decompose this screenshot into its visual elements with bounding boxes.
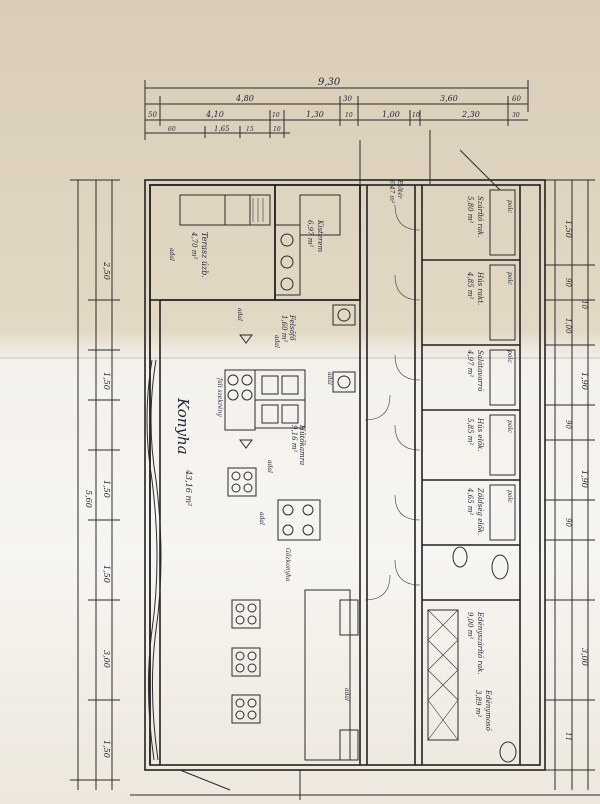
dim-row2-8: 2,30 [461, 110, 480, 119]
dim-right-3: 10 [580, 300, 588, 309]
dim-right-1: 1,50 [564, 220, 573, 238]
dim-row2-5: 10 [345, 112, 353, 119]
room-area-konyha: 43,16 m² [184, 469, 193, 506]
annotation-adal-4: adal [326, 372, 333, 385]
dim-right-8: 90 [564, 518, 572, 527]
annotation-gozkonyha: Gőzkonyha [284, 548, 291, 582]
room-labels: Terasz úzb. 4,70 m² Kisterem 6,97 m² Kon… [174, 179, 492, 731]
dim-left-5: 1,50 [102, 565, 111, 583]
annotation-adal-3: adal [273, 335, 280, 348]
room-area-7: 9,00 m² [466, 612, 474, 639]
annotation-polc-3: polc [506, 350, 513, 363]
dim-left-4: 5,60 [84, 490, 93, 508]
dim-left-3: 1,50 [102, 480, 111, 498]
annotation-adal-2: adal [236, 308, 243, 321]
dim-row2-2: 4,10 [205, 110, 224, 119]
room-area-5: 4,65 m² [466, 487, 474, 515]
dim-top-2: 30 [343, 95, 352, 103]
dim-row2-9: 30 [512, 112, 520, 119]
overall-dimension: 9,30 [318, 77, 341, 88]
annotation-polc-4: polc [506, 420, 513, 433]
equipment-annotations: adal adal adal adal adal adal adal polc … [168, 200, 513, 701]
kitchen-equipment [130, 189, 600, 800]
dim-row2-3: 10 [272, 112, 280, 119]
annotation-polc-1: polc [506, 200, 513, 213]
room-label-felo: Felsőfő [288, 314, 297, 341]
room-area-6: 6,47 m² [388, 180, 395, 204]
annotation-adal-1: adal [168, 248, 175, 261]
dim-left-6: 3,00 [102, 650, 111, 668]
annotation-adal-6: adal [258, 512, 265, 525]
dim-row3-1: 60 [168, 126, 176, 133]
annotation-adal-7: adal [343, 688, 350, 701]
right-dimension-chain: 1,50 90 10 1,00 1,90 90 1,90 90 3,00 11 [545, 179, 595, 790]
dim-left-2: 1,50 [102, 372, 111, 390]
dim-right-7: 1,90 [580, 470, 589, 488]
room-label-konyha: Konyha [174, 397, 192, 455]
dim-right-6: 90 [564, 420, 572, 429]
room-label-terasz: Terasz úzb. [200, 232, 209, 278]
room-label-6: Előtér [396, 179, 403, 200]
annotation-polc-2: polc [506, 272, 513, 285]
building-walls [144, 130, 546, 771]
annotation-adal-5: adal [266, 460, 273, 473]
room-area-1: 5,80 m² [466, 196, 474, 223]
room-label-5: Zöldség elők. [476, 487, 485, 535]
dim-top-4: 60 [512, 95, 521, 103]
room-area-4: 5,85 m² [466, 418, 474, 445]
dim-row3-3: 15 [246, 126, 254, 133]
annotation-polc-5: polc [506, 490, 513, 503]
dim-row2-6: 1,00 [382, 110, 400, 119]
room-label-7: Edényszárító rak. [476, 611, 484, 674]
room-label-3: Salátavarró [476, 350, 484, 391]
room-label-4: Hús elők. [476, 417, 485, 452]
dim-left-7: 1,50 [102, 740, 111, 758]
dim-row2-1: 50 [148, 111, 157, 119]
room-area-8: 3,89 m² [474, 690, 482, 717]
room-label-8: Edénymosó [484, 689, 492, 731]
dim-row2-7: 10 [412, 112, 420, 119]
room-label-1: Szárító rak. [476, 196, 484, 237]
room-area-3: 4,97 m² [466, 349, 474, 377]
room-area-felo: 1,60 m² [280, 315, 288, 342]
dim-right-9: 3,00 [580, 648, 589, 666]
dim-right-10: 11 [564, 732, 572, 741]
dim-right-2: 90 [564, 278, 572, 287]
dim-row3-4: 10 [273, 126, 281, 133]
dim-row2-4: 1,30 [306, 110, 324, 119]
room-label-2: Hús rakt. [476, 271, 484, 305]
room-area-kisterem: 6,97 m² [306, 220, 314, 247]
left-dimension-chain: 2,50 1,50 1,50 5,60 1,50 3,00 1,50 [70, 179, 120, 790]
dim-row3-2: 1,65 [214, 125, 230, 133]
top-dimension-chain: 9,30 4,80 30 3,60 60 50 4,10 10 1,30 10 … [144, 77, 529, 140]
dim-right-5: 1,90 [580, 372, 589, 390]
room-label-kisterem: Kisterem [316, 219, 324, 253]
dim-top-1: 4,80 [235, 94, 254, 103]
room-area-2: 4,85 m² [466, 271, 474, 299]
room-label-hutokamra: Hűtőkamra [298, 424, 307, 465]
dim-right-4: 1,00 [564, 318, 572, 334]
dim-left-1: 2,50 [102, 261, 111, 280]
annotation-fali-szekreny: fali szekrény [216, 377, 223, 417]
room-area-terasz: 4,70 m² [190, 231, 198, 259]
room-area-hutokamra: 9,16 m² [290, 425, 298, 452]
dim-top-3: 3,60 [440, 94, 458, 103]
